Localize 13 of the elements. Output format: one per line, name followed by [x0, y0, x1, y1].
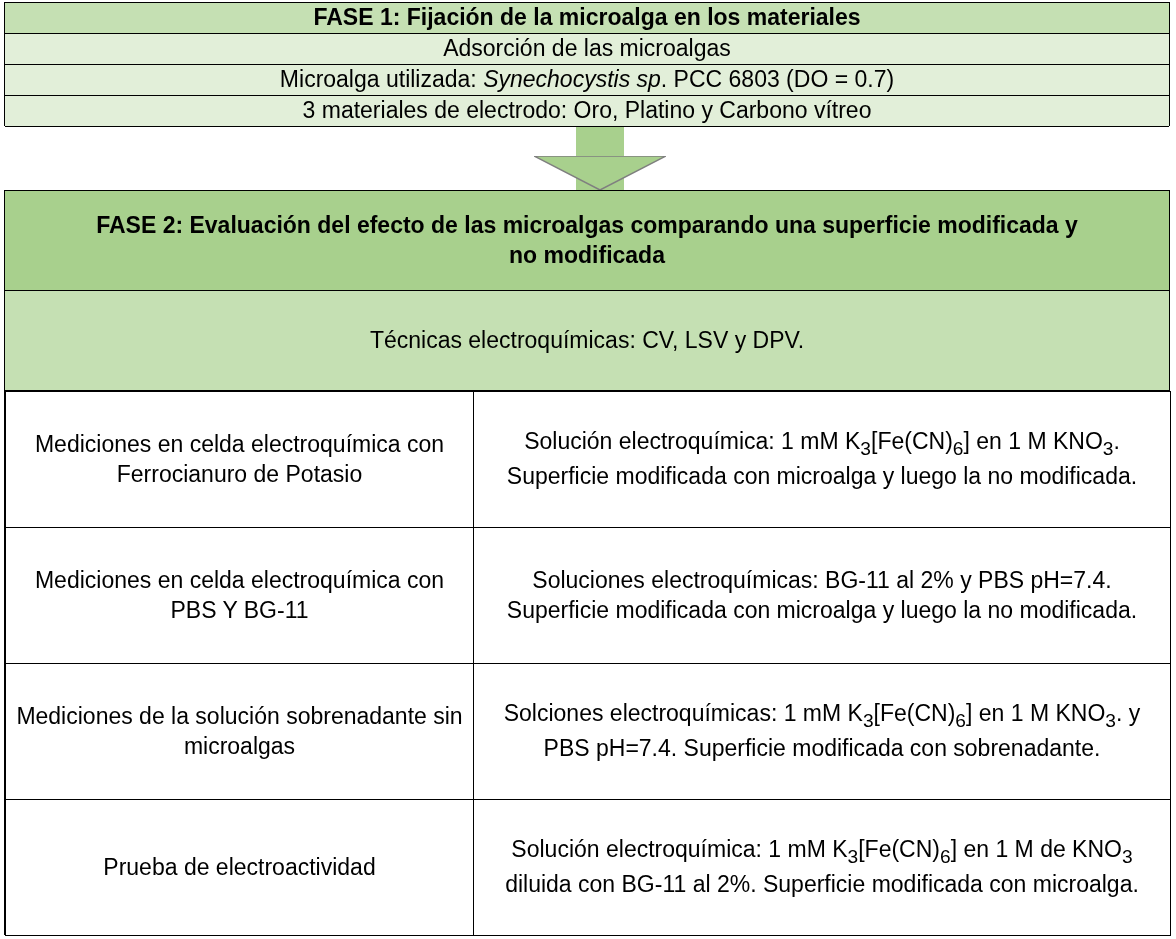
table-cell: Prueba de electroactividad	[5, 799, 474, 936]
phase-heading: FASE 1: Fijación de la microalga en los materiales	[5, 3, 1169, 34]
table-row: 3 materiales de electrodo: Oro, Platino y Carbono vítreo	[5, 96, 1169, 127]
table-cell: Solución electroquímica: 1 mM K$_{3}$[Fe(CN)$_{6}$] en 1 M KNO$_{3}$. Superficie modificada con microalga y luego la no modificada.	[473, 391, 1171, 528]
arrow	[533, 126, 667, 191]
table-row: Técnicas electroquímicas: CV, LSV y DPV.	[5, 291, 1169, 391]
table-row: Adsorción de las microalgas	[5, 34, 1169, 65]
table	[4, 2, 1170, 126]
table-cell: Solución electroquímica: 1 mM K$_{3}$[Fe(CN)$_{6}$] en 1 M de KNO$_{3}$ diluida con BG-11 al 2%. Superficie modificada con microalga.	[473, 799, 1171, 936]
phase-heading: FASE 2: Evaluación del efecto de las microalgas comparando una superficie modificada y no modificada	[5, 191, 1169, 291]
table-row: Microalga utilizada: Synechocystis sp. PCC 6803 (DO = 0.7)	[5, 65, 1169, 96]
table-cell: Mediciones en celda electroquímica con Ferrocianuro de Potasio	[5, 391, 474, 528]
table	[4, 190, 1170, 935]
